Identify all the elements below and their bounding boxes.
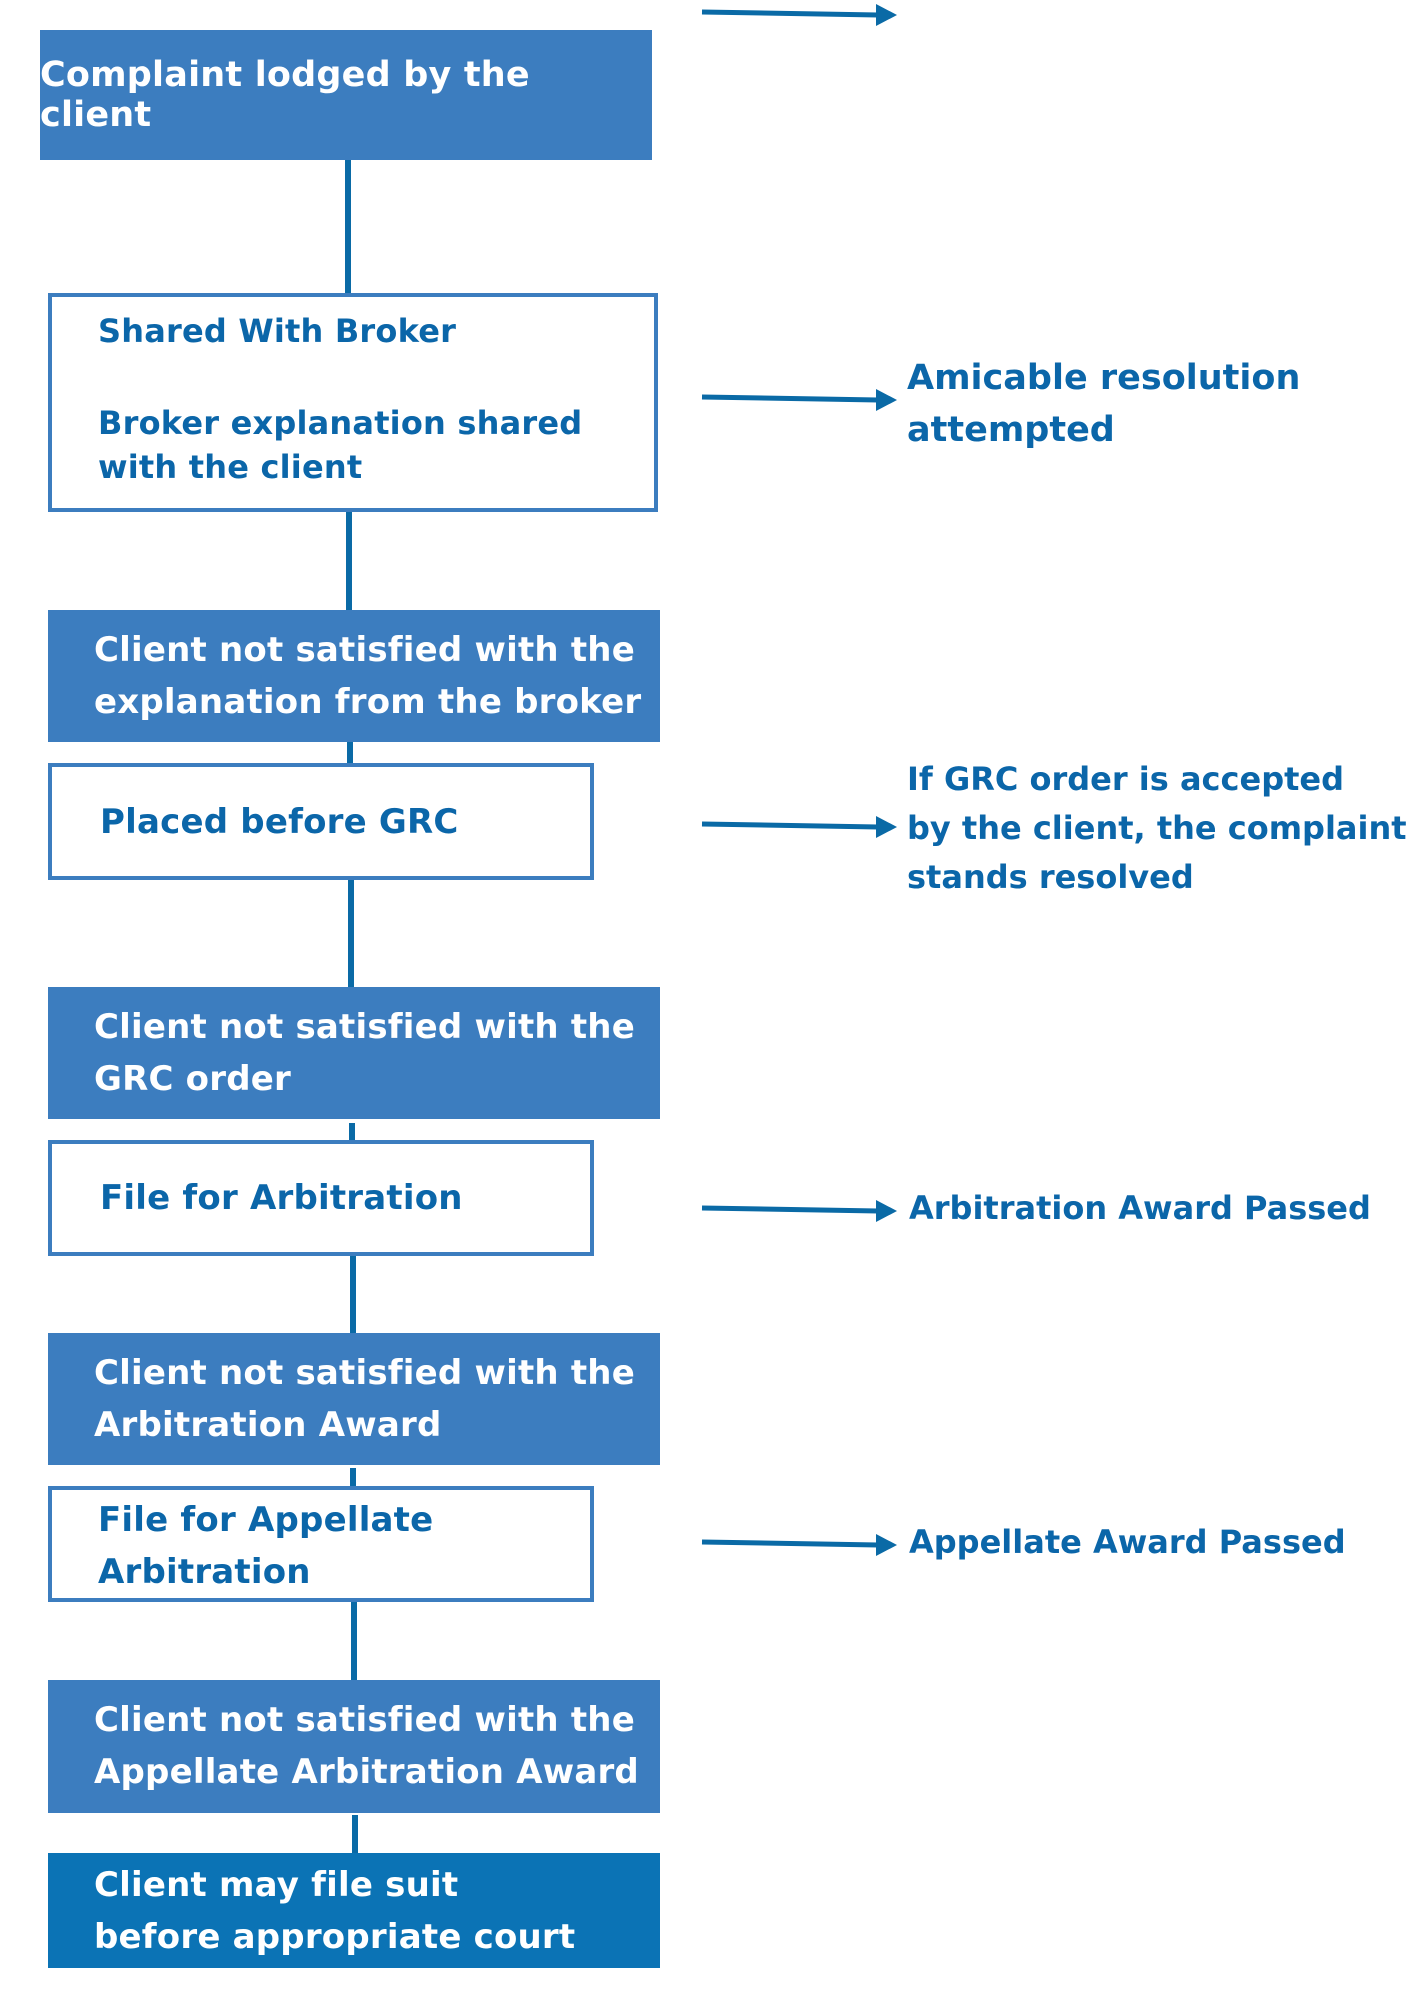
connector-line	[352, 1815, 358, 1855]
step-complaint-lodged: Complaint lodged by the client	[40, 30, 652, 160]
step-not-satisfied-broker: Client not satisfied with the explanatio…	[48, 610, 660, 742]
connector-line	[350, 1256, 356, 1340]
outcome-grc-line1: If GRC order is accepted	[907, 760, 1344, 798]
step-not-satisfied-app-line2: Appellate Arbitration Award	[94, 1752, 639, 1792]
outcome-grc-line3: stands resolved	[907, 858, 1194, 896]
connector-line	[348, 880, 354, 990]
step-suit-line2: before appropriate court	[94, 1917, 576, 1957]
outcome-appellate-award: Appellate Award Passed	[909, 1520, 1346, 1564]
step-shared-line2: with the client	[98, 448, 363, 486]
connector-line	[345, 160, 351, 295]
step-suit-line1: Client may file suit	[94, 1865, 459, 1905]
step-not-satisfied-arbitration: Client not satisfied with the Arbitratio…	[48, 1333, 660, 1465]
step-file-appellate-arbitration: File for Appellate Arbitration	[48, 1486, 594, 1602]
step-not-satisfied-appellate: Client not satisfied with the Appellate …	[48, 1680, 660, 1813]
outcome-grc-line2: by the client, the complaint	[907, 809, 1407, 847]
outcome-amicable-resolution: Amicable resolution attempted	[907, 352, 1300, 456]
step-appellate-line2: Arbitration	[98, 1552, 311, 1592]
connector-line	[347, 742, 353, 768]
step-not-satisfied-arb-line2: Arbitration Award	[94, 1405, 442, 1445]
outcome-appellate-label: Appellate Award Passed	[909, 1523, 1346, 1561]
step-arbitration-label: File for Arbitration	[100, 1178, 463, 1218]
step-shared-with-broker: Shared With Broker Broker explanation sh…	[48, 293, 658, 512]
step-placed-before-grc: Placed before GRC	[48, 763, 594, 880]
step-shared-line1: Broker explanation shared	[98, 404, 583, 442]
step-appellate-line1: File for Appellate	[98, 1500, 434, 1540]
arrow-right-icon	[701, 1200, 897, 1222]
outcome-amicable-line2: attempted	[907, 410, 1115, 450]
arrow-right-icon	[701, 389, 897, 411]
outcome-arbitration-label: Arbitration Award Passed	[909, 1189, 1371, 1227]
connector-line	[350, 1468, 356, 1492]
step-not-satisfied-grc-line2: GRC order	[94, 1059, 291, 1099]
step-file-suit: Client may file suit before appropriate …	[48, 1853, 660, 1968]
arrow-right-icon	[701, 4, 897, 26]
step-not-satisfied-broker-line1: Client not satisfied with the	[94, 630, 635, 670]
step-file-arbitration: File for Arbitration	[48, 1140, 594, 1256]
connector-line	[349, 1123, 355, 1147]
arrow-right-icon	[701, 1534, 897, 1556]
step-not-satisfied-arb-line1: Client not satisfied with the	[94, 1353, 635, 1393]
step-not-satisfied-grc-line1: Client not satisfied with the	[94, 1007, 635, 1047]
arrow-right-icon	[701, 816, 897, 838]
step-grc-label: Placed before GRC	[100, 801, 459, 842]
step-not-satisfied-grc: Client not satisfied with the GRC order	[48, 987, 660, 1119]
outcome-amicable-line1: Amicable resolution	[907, 358, 1301, 398]
connector-line	[351, 1602, 357, 1692]
step-not-satisfied-broker-line2: explanation from the broker	[94, 682, 642, 722]
connector-line	[346, 512, 352, 614]
outcome-grc-accepted: If GRC order is accepted by the client, …	[907, 755, 1407, 902]
step-not-satisfied-app-line1: Client not satisfied with the	[94, 1700, 635, 1740]
outcome-arbitration-award: Arbitration Award Passed	[909, 1186, 1371, 1230]
step-complaint-label: Complaint lodged by the client	[40, 55, 530, 135]
step-shared-title: Shared With Broker	[98, 312, 457, 350]
